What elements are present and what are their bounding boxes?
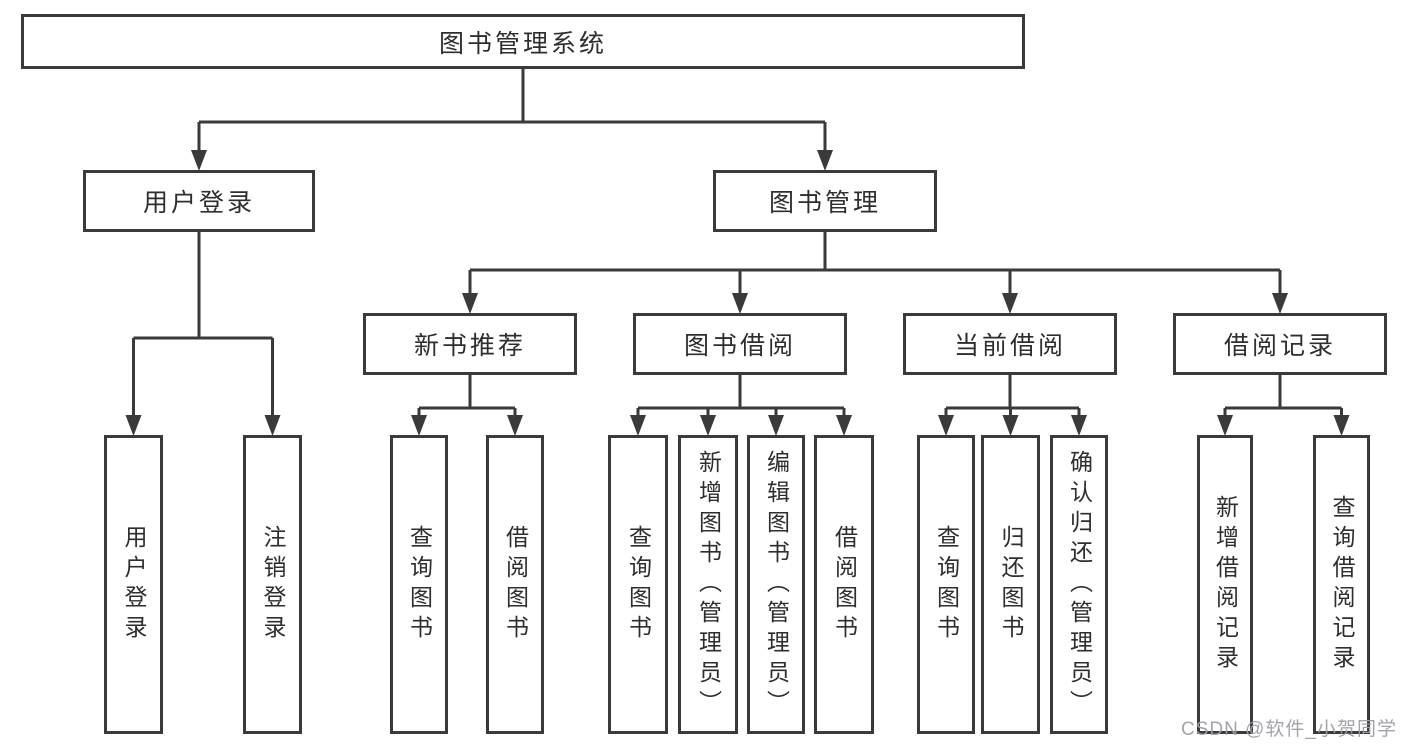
watermark: CSDN @软件_小贺同学 — [1181, 719, 1397, 740]
node-bb-4: 借阅图书 — [814, 435, 874, 734]
node-label-br-1: 新增借阅记录 — [1212, 494, 1239, 675]
node-label-root: 图书管理系统 — [438, 29, 607, 58]
node-label-new-book: 新书推荐 — [413, 332, 526, 360]
node-nb-1: 查询图书 — [390, 435, 448, 734]
node-label-current-borrow: 当前借阅 — [953, 332, 1066, 360]
node-borrow-record: 借阅记录 — [1173, 313, 1387, 375]
node-ul-1: 用户登录 — [104, 435, 163, 734]
node-bb-1: 查询图书 — [608, 435, 668, 734]
node-br-1: 新增借阅记录 — [1197, 435, 1253, 734]
node-ul-2: 注销登录 — [243, 435, 302, 734]
node-label-cb-3: 确认归还（管理员） — [1066, 449, 1093, 720]
node-label-nb-2: 借阅图书 — [502, 524, 529, 645]
node-root: 图书管理系统 — [21, 14, 1025, 69]
node-label-bb-4: 借阅图书 — [831, 524, 858, 645]
node-book-borrow: 图书借阅 — [633, 313, 847, 375]
node-user-login: 用户登录 — [83, 170, 315, 232]
node-label-bb-2: 新增图书（管理员） — [695, 449, 722, 720]
node-label-book-mgmt: 图书管理 — [768, 189, 881, 217]
node-label-borrow-record: 借阅记录 — [1223, 332, 1336, 360]
node-cb-1: 查询图书 — [917, 435, 975, 734]
node-cb-2: 归还图书 — [981, 435, 1040, 734]
node-cb-3: 确认归还（管理员） — [1050, 435, 1108, 734]
node-label-cb-1: 查询图书 — [933, 524, 960, 645]
node-new-book: 新书推荐 — [363, 313, 577, 375]
node-label-bb-3: 编辑图书（管理员） — [763, 449, 790, 720]
node-label-user-login: 用户登录 — [142, 189, 255, 217]
node-book-mgmt: 图书管理 — [713, 170, 937, 232]
node-current-borrow: 当前借阅 — [903, 313, 1117, 375]
node-label-ul-1: 用户登录 — [121, 524, 147, 645]
node-label-nb-1: 查询图书 — [406, 524, 433, 645]
node-label-br-2: 查询借阅记录 — [1329, 494, 1355, 675]
node-label-book-borrow: 图书借阅 — [683, 332, 796, 360]
node-bb-2: 新增图书（管理员） — [678, 435, 738, 734]
node-bb-3: 编辑图书（管理员） — [747, 435, 805, 734]
node-label-ul-2: 注销登录 — [260, 524, 286, 645]
node-label-cb-2: 归还图书 — [998, 524, 1024, 645]
node-nb-2: 借阅图书 — [486, 435, 544, 734]
node-br-2: 查询借阅记录 — [1313, 435, 1370, 734]
node-label-bb-1: 查询图书 — [625, 524, 652, 645]
